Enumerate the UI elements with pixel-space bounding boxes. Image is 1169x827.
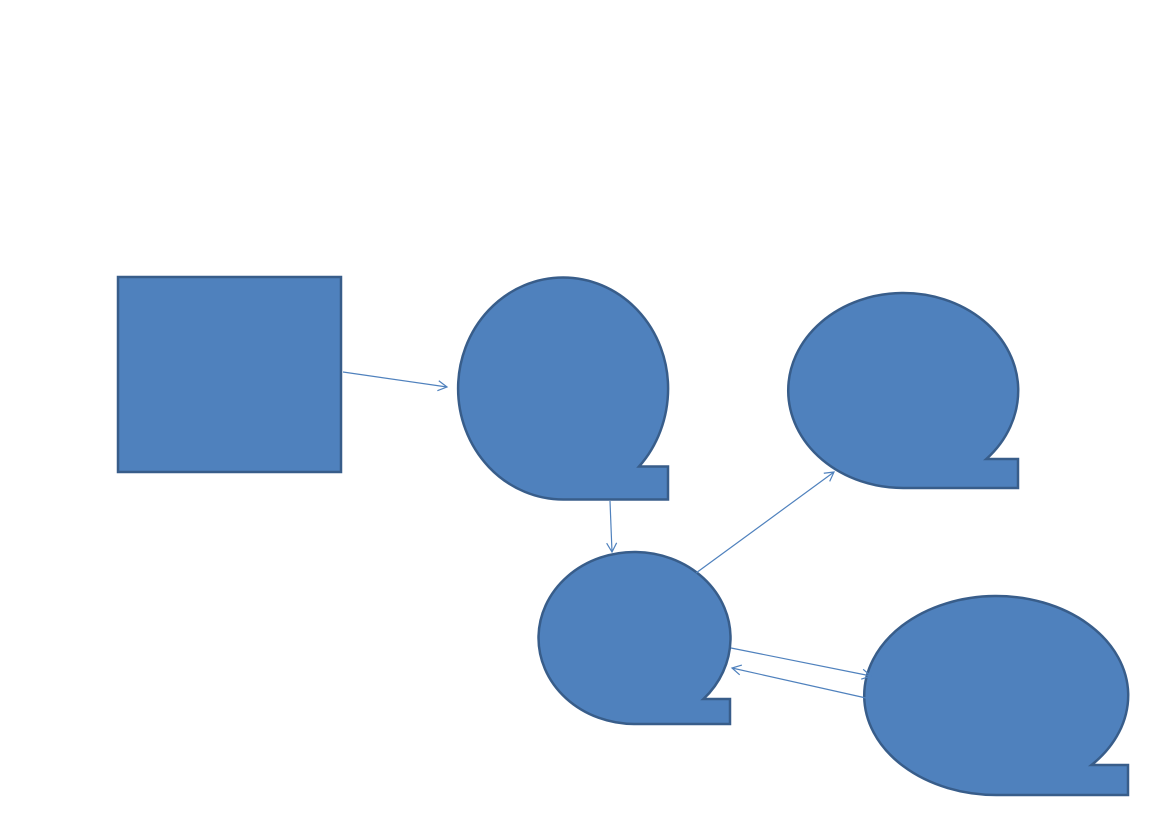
round-callout-node-d	[862, 594, 1130, 797]
connector-rectangle-to-callout-a	[342, 371, 449, 392]
round-callout-node-a	[456, 276, 670, 501]
connector-callout-d-to-callout-c	[730, 664, 867, 699]
connector-callout-c-to-callout-d	[730, 647, 873, 680]
round-callout-node-b	[787, 291, 1020, 490]
round-callout-node-c	[537, 550, 732, 726]
rectangle-node	[116, 275, 343, 474]
connector-callout-c-to-callout-b	[695, 471, 835, 574]
connector-callout-a-to-callout-c	[606, 500, 618, 554]
